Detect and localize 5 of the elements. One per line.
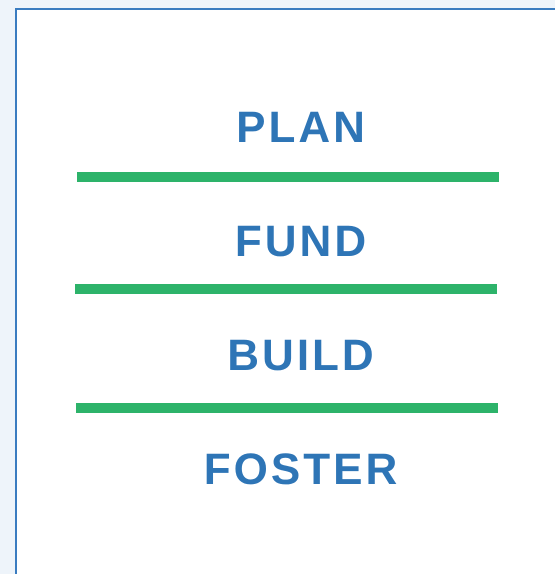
step-heading: FOSTER xyxy=(204,444,400,496)
step-heading: BUILD xyxy=(227,330,377,382)
panel xyxy=(15,8,555,574)
step-heading: FUND xyxy=(234,216,370,268)
step-heading: PLAN xyxy=(236,102,368,154)
